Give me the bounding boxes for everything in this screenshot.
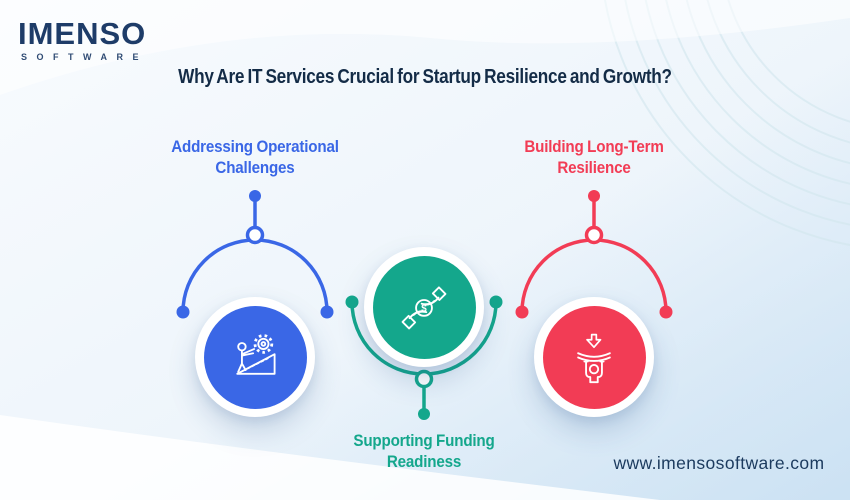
hands-exchanging-money-icon: $ bbox=[401, 286, 447, 330]
arc-end-dot bbox=[176, 305, 190, 319]
connector-ring bbox=[584, 225, 604, 245]
bottom-wave-decoration bbox=[0, 415, 660, 500]
node-disc bbox=[534, 297, 654, 417]
label-line: Addressing Operational bbox=[171, 138, 339, 156]
arc-end-dot bbox=[515, 305, 529, 319]
coin-dollar-symbol: $ bbox=[421, 304, 427, 315]
arc-end-dot bbox=[489, 295, 503, 309]
label-line: Challenges bbox=[215, 159, 295, 177]
node-disc-fill bbox=[203, 305, 307, 409]
label-line: Building Long-Term bbox=[524, 138, 664, 156]
node-connector bbox=[176, 190, 334, 319]
node-supporting-funding-readiness: $ Supporting Funding Readiness bbox=[339, 185, 509, 485]
page-title: Why Are IT Services Crucial for Startup … bbox=[0, 66, 850, 89]
node-disc bbox=[195, 297, 315, 417]
node-disc: $ bbox=[364, 247, 484, 367]
node-building-long-term-resilience: Building Long-Term Resilience bbox=[509, 135, 679, 435]
node-label: Addressing Operational Challenges bbox=[154, 137, 356, 179]
node-addressing-operational-challenges: Addressing Operational Challenges bbox=[170, 135, 340, 435]
node-label: Building Long-Term Resilience bbox=[493, 137, 695, 179]
top-wave-decoration bbox=[0, 0, 850, 95]
node-connector bbox=[515, 190, 673, 319]
person-under-pressure-icon bbox=[577, 333, 611, 384]
node-label: Supporting Funding Readiness bbox=[323, 431, 525, 473]
page-title-text: Why Are IT Services Crucial for Startup … bbox=[178, 66, 672, 88]
person-pushing-gear-uphill-icon bbox=[236, 334, 276, 375]
node-disc-fill bbox=[542, 305, 646, 409]
logo: IMENSO SOFTWARE bbox=[18, 18, 148, 62]
connector-ring bbox=[414, 369, 434, 389]
connector-ring bbox=[245, 225, 265, 245]
node-connector bbox=[345, 295, 503, 420]
node-disc-fill: $ bbox=[372, 255, 476, 359]
arc-end-dot bbox=[320, 305, 334, 319]
label-line: Readiness bbox=[386, 453, 462, 471]
logo-text: IMENSO bbox=[18, 16, 147, 51]
arc-end-dot bbox=[345, 295, 359, 309]
label-line: Resilience bbox=[557, 159, 631, 177]
logo-subtitle: SOFTWARE bbox=[21, 52, 148, 62]
website-url: www.imensosoftware.com bbox=[613, 453, 825, 473]
label-line: Supporting Funding bbox=[353, 432, 495, 450]
arc-end-dot bbox=[659, 305, 673, 319]
